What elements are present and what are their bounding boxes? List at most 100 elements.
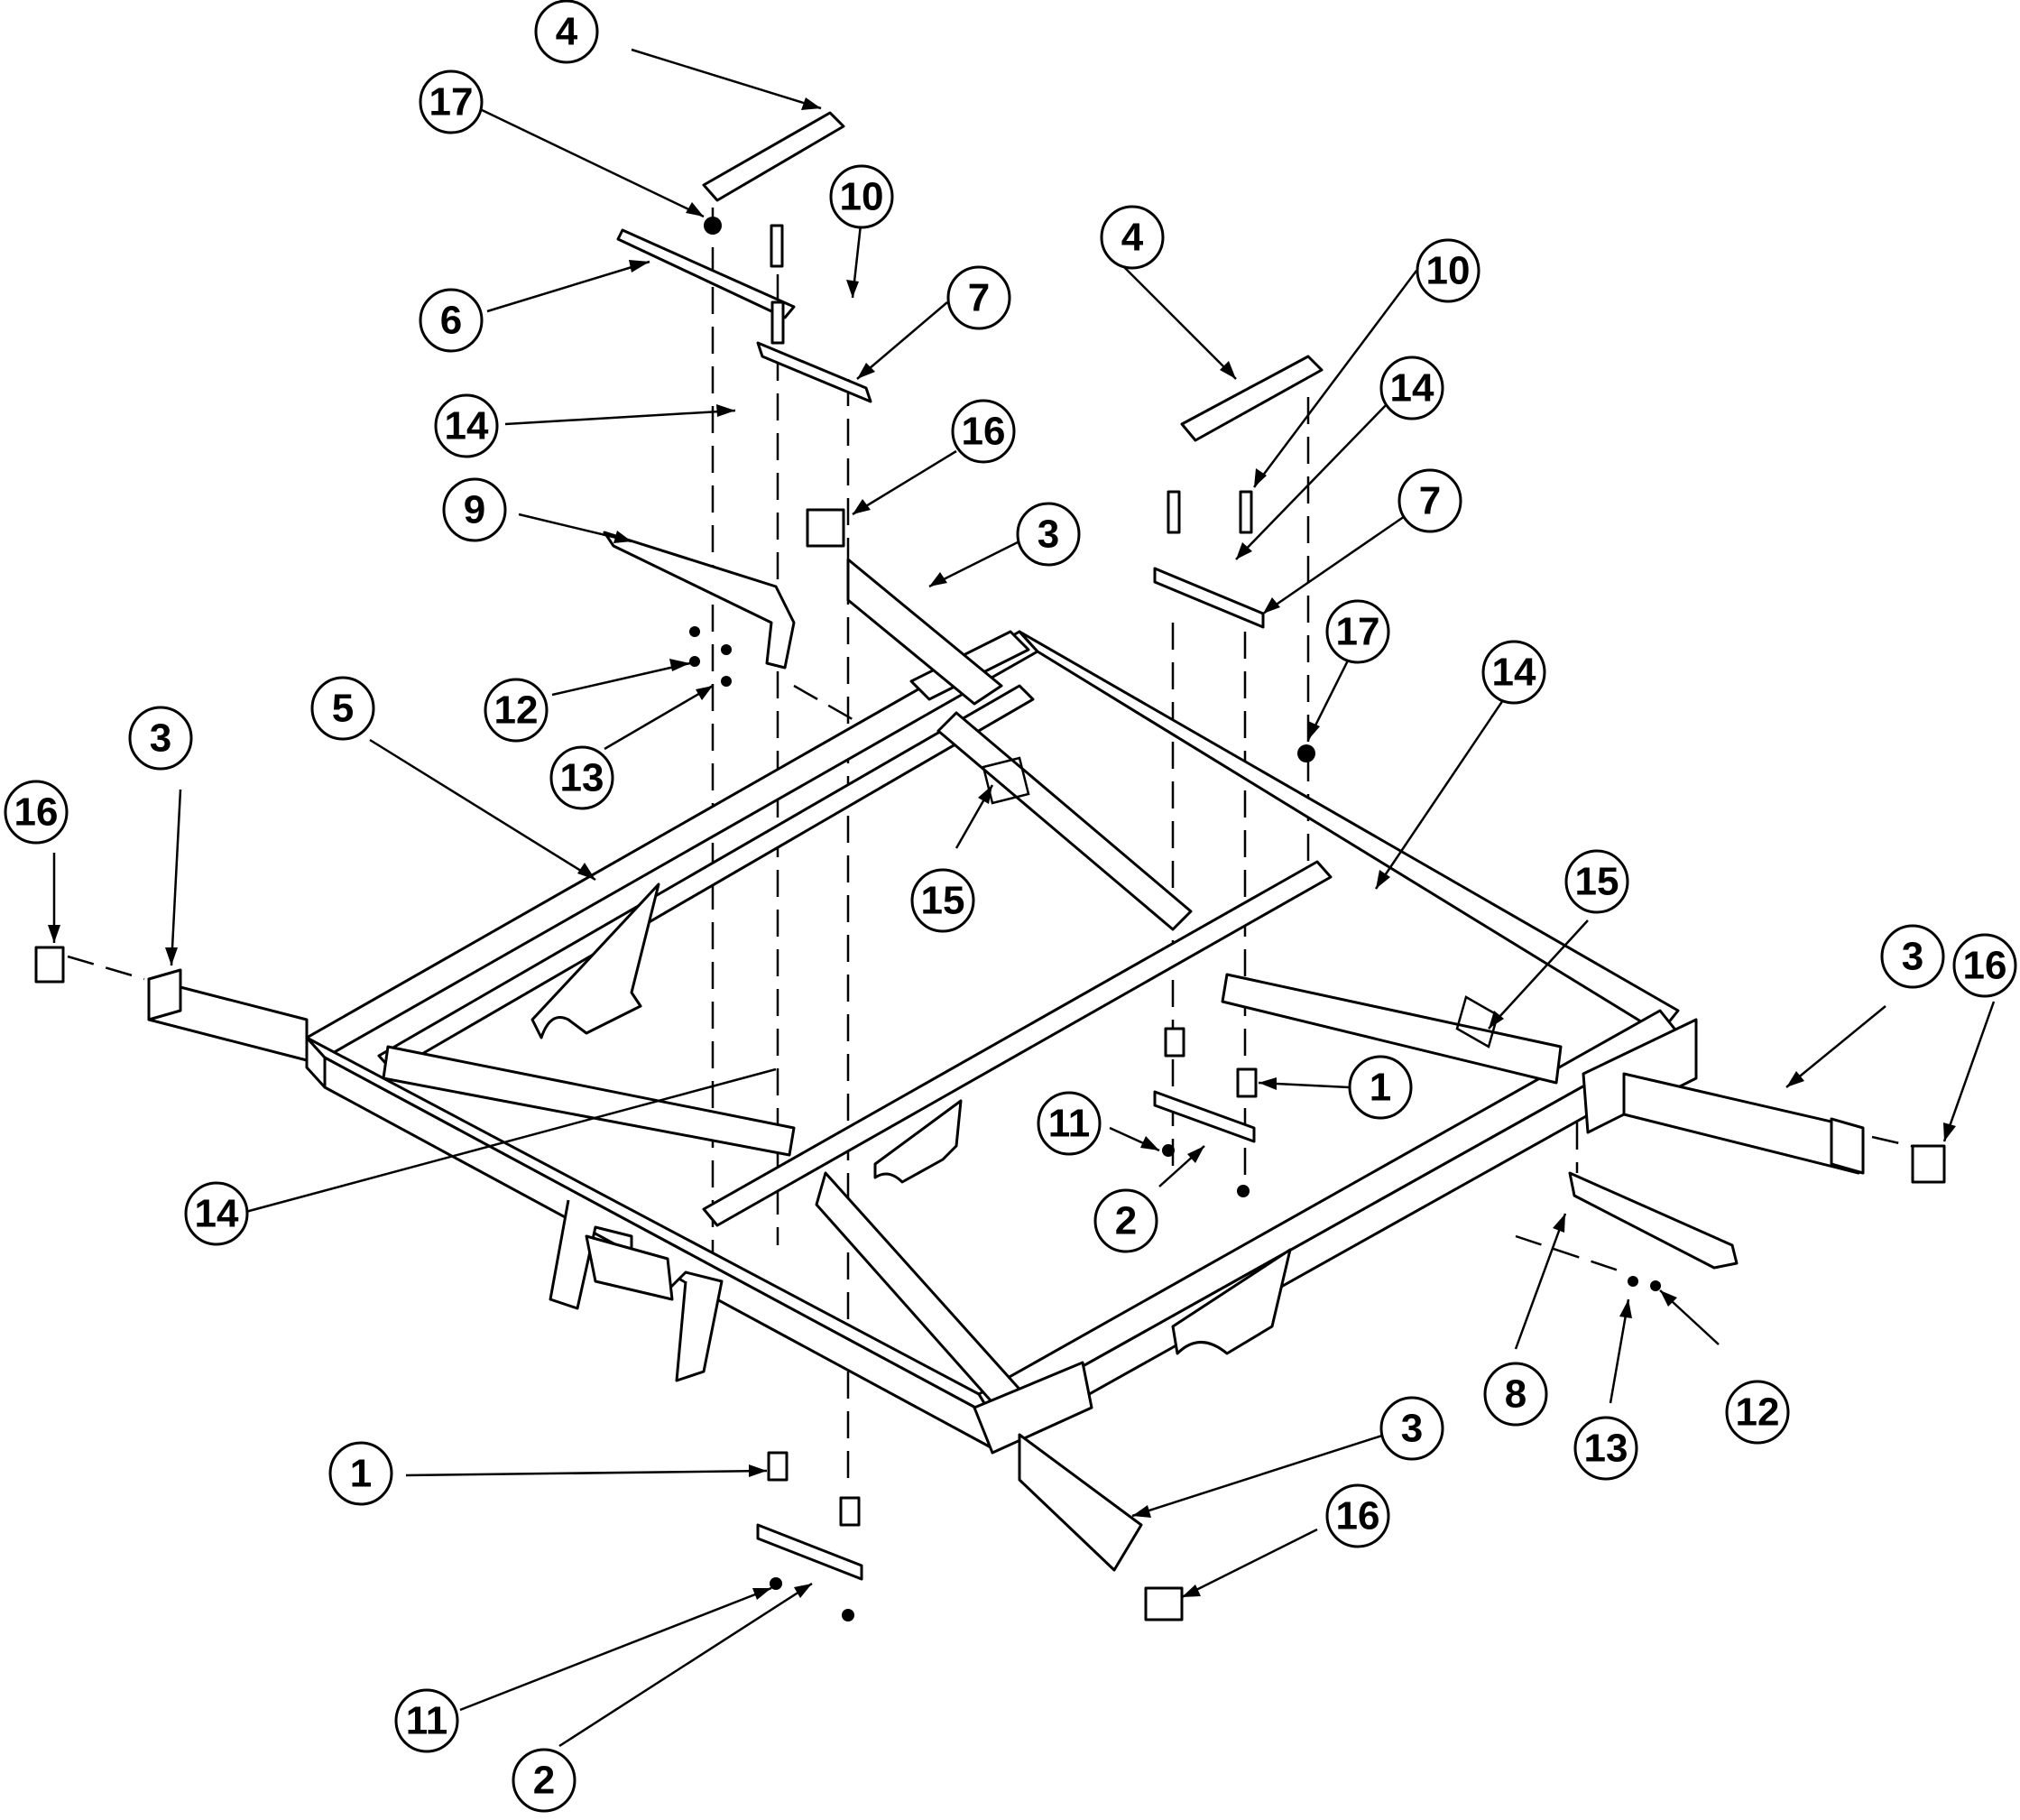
callout-balloon: 9 (442, 477, 507, 542)
clamp-bracket-left (756, 341, 872, 403)
svg-text:11: 11 (1048, 1102, 1091, 1146)
callout-balloon: 17 (1325, 599, 1390, 664)
callout-balloon: 3 (1379, 1396, 1444, 1461)
callout-balloon: 13 (549, 745, 614, 810)
callout-balloon: 16 (4, 780, 69, 845)
callout-balloon: 14 (1481, 640, 1546, 705)
svg-text:16: 16 (14, 790, 59, 835)
extension-tube-left-end (147, 968, 182, 1021)
mounting-bracket-8 (1568, 1171, 1739, 1270)
callout-balloon: 3 (1880, 924, 1945, 989)
bolt-left (770, 224, 784, 268)
svg-text:16: 16 (1336, 1494, 1380, 1538)
svg-text:3: 3 (1401, 1407, 1423, 1451)
callout-balloon: 15 (910, 868, 975, 933)
svg-text:6: 6 (440, 299, 462, 343)
diagonal-brace-right (1221, 973, 1563, 1085)
callout-balloon: 16 (1952, 933, 2017, 998)
end-cap-left (34, 946, 65, 984)
svg-text:2: 2 (533, 1759, 555, 1803)
svg-text:10: 10 (1426, 249, 1471, 293)
bolt-right (1167, 490, 1181, 534)
svg-text:14: 14 (445, 404, 489, 448)
svg-text:7: 7 (1419, 479, 1441, 523)
clamp-plate-lower (756, 1523, 863, 1581)
nut-11-upper (1162, 1144, 1175, 1157)
end-cap-rear (806, 508, 845, 548)
mounting-bracket-9 (603, 531, 796, 670)
extension-tube-front (1018, 1433, 1143, 1572)
callout-balloon: 2 (1093, 1188, 1158, 1253)
svg-text:1: 1 (350, 1452, 372, 1496)
svg-text:9: 9 (464, 488, 485, 532)
main-frame (305, 630, 1698, 1455)
callout-balloon: 1 (1348, 1055, 1413, 1120)
svg-text:1: 1 (1370, 1066, 1391, 1110)
bushing-lower-left (767, 1451, 789, 1482)
frame-front-rail-top (305, 1036, 994, 1418)
svg-text:7: 7 (968, 276, 990, 320)
svg-text:5: 5 (332, 687, 354, 731)
callout-balloon: 1 (328, 1441, 393, 1506)
callout-balloon: 4 (1100, 205, 1165, 270)
callout-balloon: 16 (951, 399, 1016, 464)
svg-text:16: 16 (1963, 944, 2007, 988)
svg-text:13: 13 (560, 756, 604, 800)
nut-12-left-b (689, 656, 700, 667)
nut-12-right (1628, 1276, 1638, 1287)
leader-arrowheads (48, 97, 1956, 1600)
bolt-10-right (1239, 490, 1253, 534)
svg-text:3: 3 (1038, 513, 1059, 557)
washer-13-left (721, 644, 732, 655)
extension-tube-right-end (1830, 1117, 1865, 1175)
callout-balloons: 4 17 10 6 7 14 9 16 3 4 10 14 7 17 14 12… (4, 0, 2017, 1813)
callout-balloon: 6 (419, 288, 484, 353)
callout-balloon: 10 (829, 164, 894, 229)
callout-balloon: 3 (1016, 502, 1081, 567)
callout-balloon: 5 (310, 676, 375, 741)
callout-balloon: 3 (128, 706, 193, 771)
bushing-lower-right (1236, 1067, 1258, 1098)
hitch-plate (585, 1234, 674, 1301)
svg-text:10: 10 (840, 175, 884, 219)
nut-lower (842, 1609, 854, 1621)
callout-balloon: 14 (184, 1181, 249, 1246)
saddle-mount-center (873, 1099, 963, 1184)
assembly-center-lines (67, 208, 1932, 1489)
callout-balloon: 11 (394, 1688, 459, 1753)
end-cap-front (1144, 1586, 1184, 1621)
svg-text:17: 17 (429, 80, 474, 125)
callout-balloon: 14 (434, 393, 499, 458)
callout-balloon: 12 (484, 678, 549, 743)
callout-balloon: 13 (1573, 1416, 1638, 1481)
svg-text:16: 16 (962, 410, 1006, 454)
bolt-10-left (770, 300, 785, 345)
diagonal-brace-center (936, 711, 1193, 931)
svg-text:15: 15 (921, 879, 965, 923)
callout-balloon: 16 (1325, 1483, 1390, 1548)
callout-balloon: 7 (946, 265, 1011, 330)
washer-13-left-b (721, 676, 732, 687)
svg-text:17: 17 (1336, 610, 1380, 654)
svg-text:4: 4 (1121, 216, 1144, 260)
callout-balloon: 14 (1379, 356, 1444, 420)
adjustment-plate-right (1180, 355, 1324, 442)
svg-text:13: 13 (1584, 1427, 1628, 1471)
svg-text:11: 11 (406, 1699, 448, 1743)
frame-left-rail-top (977, 1009, 1680, 1418)
washer-13-right (1650, 1280, 1661, 1291)
svg-text:8: 8 (1505, 1372, 1527, 1417)
end-cap-right (1911, 1144, 1946, 1184)
svg-text:14: 14 (1492, 651, 1536, 695)
saddle-mount-front (1171, 1248, 1292, 1355)
frame-left-rail (991, 1031, 1680, 1450)
svg-text:3: 3 (1902, 935, 1923, 979)
extension-tubes (147, 558, 1865, 1572)
callout-balloon: 15 (1564, 849, 1629, 914)
svg-text:2: 2 (1115, 1199, 1137, 1243)
clamp-bracket-right (1153, 567, 1265, 629)
clamp-plate-upper (1153, 1090, 1256, 1143)
link-bar (616, 228, 796, 319)
callout-balloon: 8 (1483, 1362, 1548, 1427)
